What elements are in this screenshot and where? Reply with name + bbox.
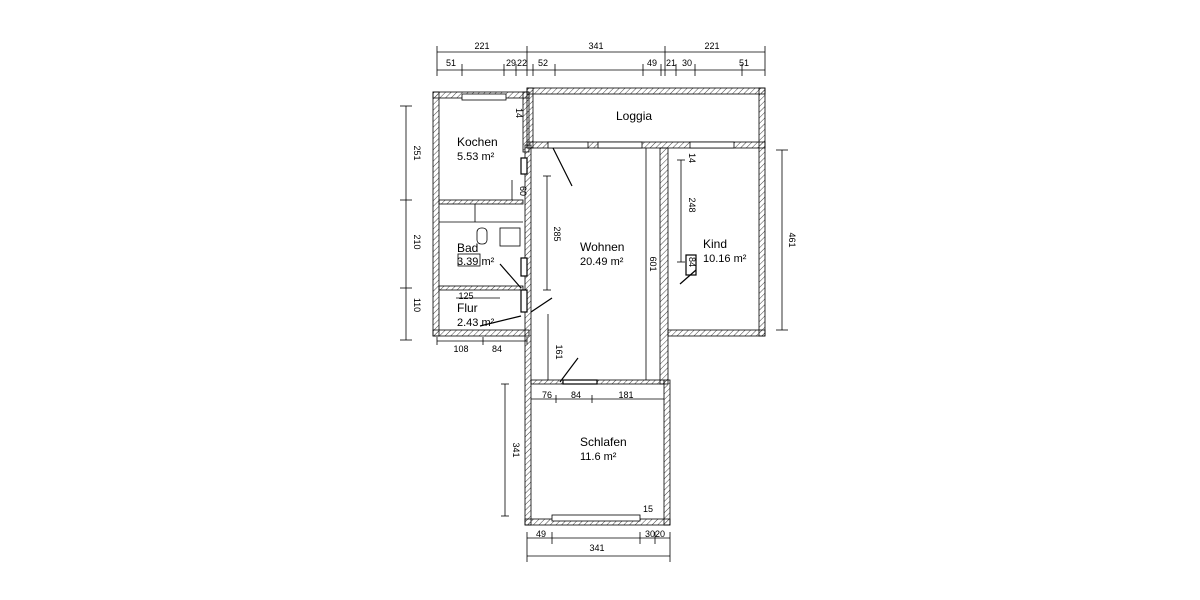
dim-below-flur-1: 108 [453,344,468,354]
door-kind [679,269,697,285]
dim-kochen-window: 14 [514,108,524,118]
dim-wohnen-total: 601 [648,256,658,271]
door-frame-kochen [520,157,528,175]
dim-below-flur-2: 84 [492,344,502,354]
room-flur-name: Flur [457,301,478,315]
dim-kind-height: 248 [687,197,697,212]
top-dimension-labels: 221 341 221 51 29 22 52 49 21 30 51 [446,41,749,68]
dim-top-detail-2: 29 [506,58,516,68]
door-flur [479,315,522,327]
room-loggia-name: Loggia [616,109,652,123]
room-flur-area: 2.43 m² [457,317,495,329]
dim-top-2: 341 [588,41,603,51]
room-schlafen-name: Schlafen [580,435,627,449]
wall-loggia-left [526,87,534,149]
washbasin [457,253,481,267]
door-frame-schlafen [562,379,598,385]
dim-bottom-4: 20 [655,529,665,539]
window-wohnen [547,141,589,149]
partitions [439,148,647,380]
bathtub [499,227,521,247]
toilet [476,227,488,245]
left-dimension-labels: 251 210 110 [412,145,422,312]
wall-bad-bottom [438,285,524,291]
room-bad-area: 3.39 m² [457,256,495,268]
door-frame-bad [520,257,528,277]
dim-top-detail-5: 49 [647,58,657,68]
dim-schlafen-top-2: 84 [571,390,581,400]
room-kind-name: Kind [703,237,727,251]
dim-schlafen-top-3: 181 [618,390,633,400]
dim-top-detail-4: 52 [538,58,548,68]
wall-kind-bottom [667,329,766,337]
wall-loggia-top [526,87,766,95]
room-wohnen-name: Wohnen [580,240,624,254]
wall-wohnen-kind [659,147,669,385]
dim-top-1: 221 [474,41,489,51]
dim-top-detail-1: 51 [446,58,456,68]
window-loggia-2 [689,141,735,149]
door-wohnen-loggia [552,147,573,187]
room-labels: Kochen 5.53 m² Bad 3.39 m² Flur 2.43 m² … [457,109,747,463]
dim-bottom-3: 30 [645,529,655,539]
dim-top-detail-8: 51 [739,58,749,68]
dim-top-detail-7: 30 [682,58,692,68]
room-kochen-area: 5.53 m² [457,151,495,163]
bottom-dimension-labels: 49 341 30 20 108 84 [453,344,665,553]
wall-left-outer [432,91,440,337]
windows [461,93,735,522]
dim-kochen-inner: 60 [518,186,528,196]
door-wohnen [530,297,553,313]
dim-right: 461 [787,232,797,247]
dim-bottom-2: 341 [589,543,604,553]
dim-schlafen-height: 341 [511,442,521,457]
room-kochen-name: Kochen [457,135,498,149]
wall-flur-bottom [432,329,530,337]
wall-kochen-bottom [438,199,524,205]
dim-top-3: 221 [704,41,719,51]
dim-schlafen-top-1: 76 [542,390,552,400]
top-dimension-lines [436,46,766,76]
inner-dimension-labels: 285 161 601 248 14 84 60 14 125 76 84 18… [458,108,697,514]
door-bad [499,263,522,289]
dim-kind-door: 84 [687,257,697,267]
dim-wohnen-door: 161 [554,344,564,359]
bottom-dimension-lines [436,337,671,562]
wall-wohnen-left [524,144,532,526]
bathroom-fixtures [457,227,521,267]
dim-wohnen-height: 285 [552,226,562,241]
window-kochen [461,93,507,101]
dim-left-2: 210 [412,234,422,249]
window-loggia-1 [597,141,643,149]
dim-left-3: 110 [412,298,422,312]
wall-schlafen-right [663,379,671,526]
room-bad-name: Bad [457,241,478,255]
right-dimension-lines [776,149,788,331]
inner-dimension-lines [456,159,685,517]
dim-schlafen-window: 15 [643,504,653,514]
room-wohnen-area: 20.49 m² [580,256,624,268]
dim-left-1: 251 [412,145,422,160]
left-dimension-lines [400,105,412,341]
doors [479,147,697,385]
door-schlafen [559,357,579,383]
room-kind-area: 10.16 m² [703,253,747,265]
window-schlafen [551,514,641,522]
wall-right-outer [758,87,766,337]
dim-top-detail-6: 21 [666,58,676,68]
dim-kind-top: 14 [687,153,697,163]
dim-flur-width: 125 [458,291,473,301]
dim-top-detail-3: 22 [517,58,527,68]
door-frame-flur [520,289,528,313]
room-schlafen-area: 11.6 m² [580,451,617,463]
dim-bottom-1: 49 [536,529,546,539]
